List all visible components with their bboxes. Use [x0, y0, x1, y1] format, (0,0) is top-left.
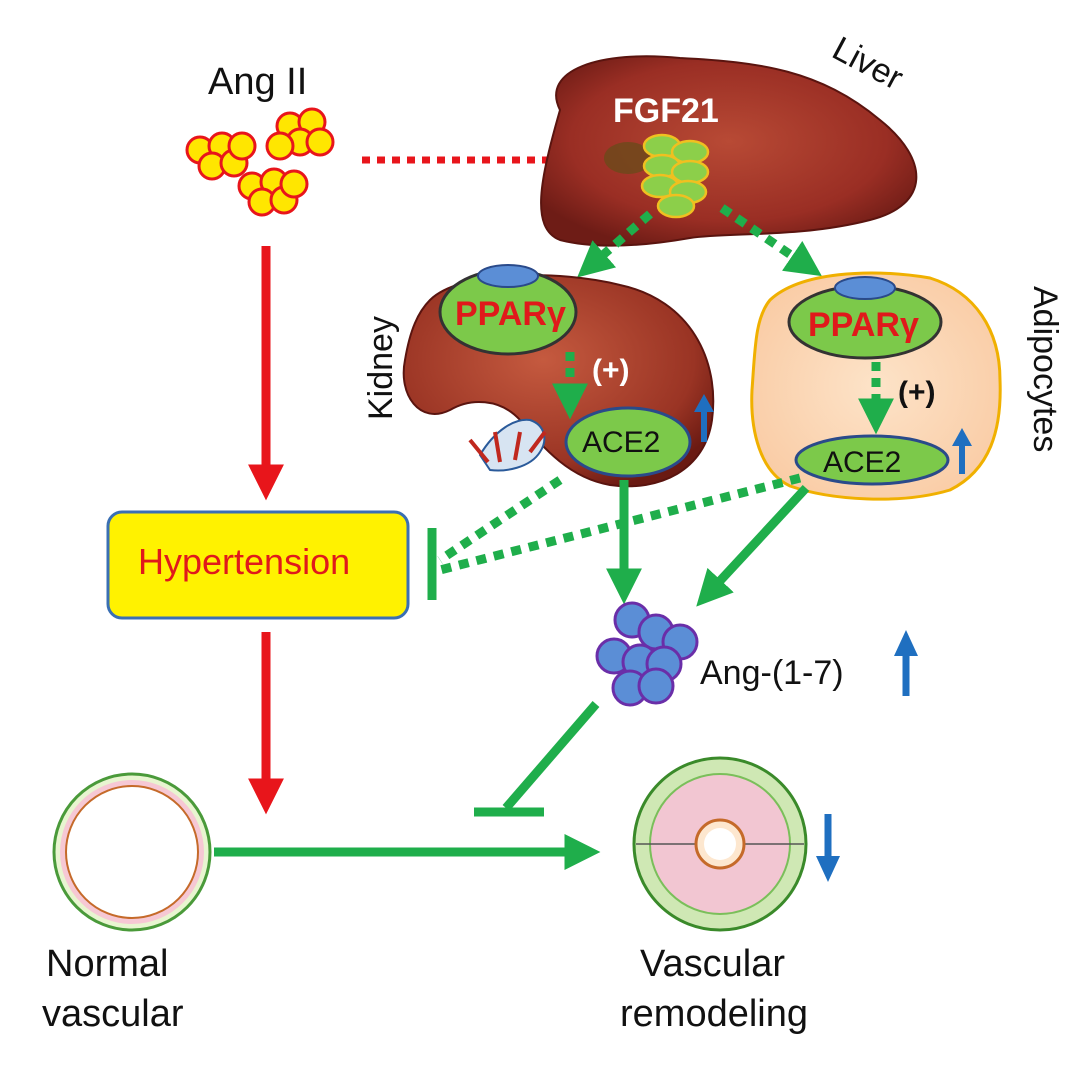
ang-ii-molecule-icon [185, 107, 335, 217]
hypertension-box [106, 510, 410, 620]
ace2-kidney [564, 406, 692, 478]
ace2-adipo-label: ACE2 [823, 446, 901, 479]
down-arrow-icon [816, 814, 840, 882]
fgf21-label: FGF21 [613, 92, 719, 130]
liver-to-kidney-arrow [577, 210, 653, 278]
normal-vascular-line2: vascular [42, 993, 184, 1035]
ang17-inhibits-remodeling-line [502, 701, 600, 811]
hypertension-label: Hypertension [138, 541, 350, 582]
renal-vessels-icon [468, 418, 547, 472]
ppar-adipo-label: PPARγ [808, 306, 919, 344]
kidney-label: Kidney [362, 316, 400, 420]
kidney-plus-label: (+) [592, 354, 630, 387]
normal-vascular-line1: Normal [46, 943, 168, 985]
liver-organ [540, 55, 918, 247]
liver-label: Liver [826, 30, 909, 98]
up-arrow-icon [894, 630, 918, 696]
adipo-plus-label: (+) [898, 376, 936, 409]
adipocytes-label: Adipocytes [1026, 286, 1064, 452]
ang-1-7-label: Ang-(1-7) [700, 654, 844, 692]
ace2-adipo-to-ang17-arrow [696, 484, 810, 607]
ang-1-7-molecule-icon [595, 601, 699, 707]
ace2-kidney-inhibits-hypertension-line [437, 476, 563, 564]
vascular-remodeling-line2: remodeling [620, 993, 808, 1035]
ppar-adipo-membrane-cap [834, 276, 896, 300]
ace2-kidney-label: ACE2 [582, 426, 660, 459]
ang-ii-label: Ang II [208, 61, 307, 103]
ppar-kidney-membrane-cap [477, 264, 539, 288]
ppar-kidney-label: PPARγ [455, 295, 566, 333]
normal-vessel-icon [52, 772, 212, 932]
vascular-remodeling-line1: Vascular [640, 943, 785, 985]
fgf21-molecule-icon [640, 133, 710, 219]
up-arrow-icon [694, 394, 714, 442]
ace2-adipo [794, 434, 950, 486]
up-arrow-icon [952, 428, 972, 474]
gallbladder [604, 142, 652, 174]
remodeled-vessel-icon [632, 756, 808, 932]
